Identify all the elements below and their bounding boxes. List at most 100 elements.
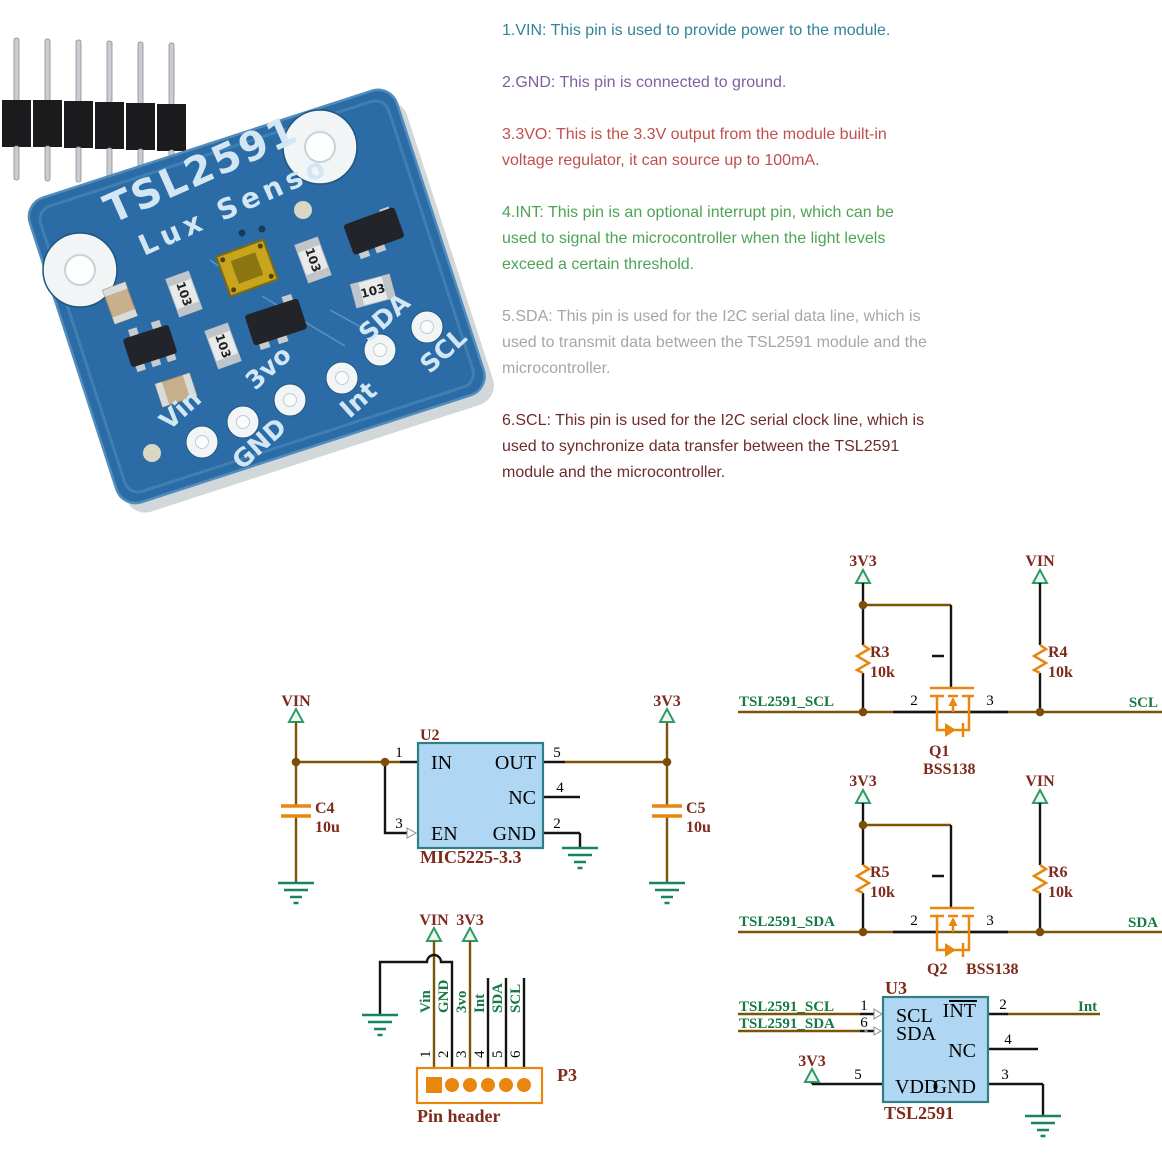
pin-description-vin: 1.VIN: This pin is used to provide power… xyxy=(502,22,891,39)
v33-flag-label: 3V3 xyxy=(456,912,484,929)
r5-value: 10k xyxy=(870,884,895,901)
u3-pin-sda: SDA xyxy=(896,1023,937,1045)
junction-dot xyxy=(380,757,390,767)
u2-num-nc: 4 xyxy=(556,780,564,796)
c4-ref: C4 xyxy=(315,800,335,817)
chip-resistor: 103 xyxy=(165,270,203,318)
hdr-pin-number: 3 xyxy=(454,1051,470,1059)
u3-ref: U3 xyxy=(885,978,907,998)
ground-icon xyxy=(362,1013,398,1037)
u3-num-int: 2 xyxy=(999,997,1007,1013)
power-flag-icon xyxy=(461,925,479,942)
sda-dot xyxy=(864,1029,868,1033)
end-cap xyxy=(165,271,192,287)
q2-pin3: 3 xyxy=(986,913,994,929)
p3-pad xyxy=(481,1078,495,1092)
net-label-int: Int xyxy=(1078,999,1097,1015)
header-pin xyxy=(126,41,155,186)
sot23-transistor xyxy=(344,206,404,260)
power-flag-icon xyxy=(658,706,676,723)
sensor-pin xyxy=(268,273,274,279)
power-flag-icon xyxy=(854,787,872,804)
pin-bottom xyxy=(75,146,82,183)
junction-dot xyxy=(291,757,301,767)
vin-flag-label: VIN xyxy=(1025,773,1055,790)
capacitor-c4-icon xyxy=(281,804,311,818)
end-cap xyxy=(155,381,170,407)
end-cap xyxy=(215,353,242,369)
hole-center xyxy=(64,254,96,286)
sensor-ic-circuit: U3 TSL2591 TSL2591_SCL TSL2591_SDA Int S… xyxy=(738,978,1100,1138)
sensor-window xyxy=(230,252,264,284)
pin-bottom xyxy=(13,145,20,181)
body xyxy=(344,207,404,255)
resistor-r6-icon xyxy=(1031,863,1049,895)
power-flag-icon xyxy=(425,925,443,942)
u3-pin-scl: SCL xyxy=(896,1005,933,1027)
capacitor-c5-icon xyxy=(652,804,682,818)
junction-dot xyxy=(858,707,868,717)
r4-ref: R4 xyxy=(1048,644,1068,661)
hdr-pin-number: 4 xyxy=(472,1050,488,1058)
pin-top xyxy=(137,41,144,105)
p3-pad xyxy=(463,1078,477,1092)
net-label-tsl-scl: TSL2591_SCL xyxy=(739,999,834,1015)
header-pin xyxy=(33,38,62,182)
pin-header-circuit: VIN 3V3 Vin GND 3vo Int SDA SCL 1 2 3 4 … xyxy=(362,912,577,1126)
small-via xyxy=(238,229,246,237)
hole-center xyxy=(304,131,336,163)
scl-input-chevron-icon xyxy=(873,1008,883,1020)
u2-num-in: 1 xyxy=(395,745,403,761)
ground-icon xyxy=(278,881,314,905)
mosfet-q2-icon xyxy=(930,906,974,957)
u2-pin-en: EN xyxy=(431,823,458,845)
end-cap xyxy=(182,373,197,399)
board-inner-sheen xyxy=(38,99,476,494)
sot23-transistor xyxy=(245,293,307,351)
p3-ref: P3 xyxy=(557,1065,577,1085)
hdr-net-label: SDA xyxy=(490,983,506,1013)
regulator-circuit: VIN C4 10u U2 MIC5225-3.3 IN OUT NC EN G… xyxy=(278,693,711,905)
c4-value: 10u xyxy=(315,819,340,836)
pin-top xyxy=(44,38,51,103)
pin-bottom xyxy=(44,145,51,182)
chip-resistor: 103 xyxy=(204,322,242,370)
u3-part: TSL2591 xyxy=(884,1103,954,1123)
pin-stubs xyxy=(383,760,582,848)
u3-num-scl: 1 xyxy=(860,998,868,1014)
pin-body xyxy=(33,100,62,147)
power-flag-icon xyxy=(1031,787,1049,804)
v33-flag-label: 3V3 xyxy=(849,553,877,570)
wires xyxy=(738,1012,1100,1033)
u3-num-gnd: 3 xyxy=(1001,1067,1009,1083)
wires xyxy=(294,722,669,883)
pcb-board xyxy=(27,88,494,513)
via-dot xyxy=(143,444,161,462)
u3-pin-gnd: GND xyxy=(933,1076,976,1098)
p3-pad xyxy=(499,1078,513,1092)
en-pin-chevron-icon xyxy=(406,827,418,839)
board-pads: Vin GND 3vo Int SDA SCL xyxy=(154,287,473,475)
r4-value: 10k xyxy=(1048,664,1073,681)
pin-description-gnd: 2.GND: This pin is connected to ground. xyxy=(502,74,787,91)
junction-dot xyxy=(858,820,868,830)
u3-num-vdd: 5 xyxy=(854,1067,862,1083)
pin-body xyxy=(2,100,31,147)
chip-resistor: 103 xyxy=(294,236,332,284)
lux-sensor-chip xyxy=(215,238,279,298)
u3-pin-nc: NC xyxy=(948,1040,976,1062)
ground-icon xyxy=(649,881,685,905)
u3-pin-int: INT xyxy=(943,1000,976,1022)
sda-input-chevron-icon xyxy=(873,1026,883,1036)
power-flag-icon xyxy=(287,706,305,723)
p3-pad xyxy=(445,1078,459,1092)
q1-ref: Q1 xyxy=(929,743,949,760)
pad-hole xyxy=(283,393,297,407)
mosfet-q1-icon xyxy=(930,686,974,737)
pin-top xyxy=(168,42,175,106)
r6-value: 10k xyxy=(1048,884,1073,901)
header-pin xyxy=(64,39,93,183)
pin-description-3vo: 3.3VO: This is the 3.3V output from the … xyxy=(502,126,887,169)
net-label-sda: SDA xyxy=(1128,915,1158,931)
pin-description-sda: 5.SDA: This pin is used for the I2C seri… xyxy=(502,308,927,377)
